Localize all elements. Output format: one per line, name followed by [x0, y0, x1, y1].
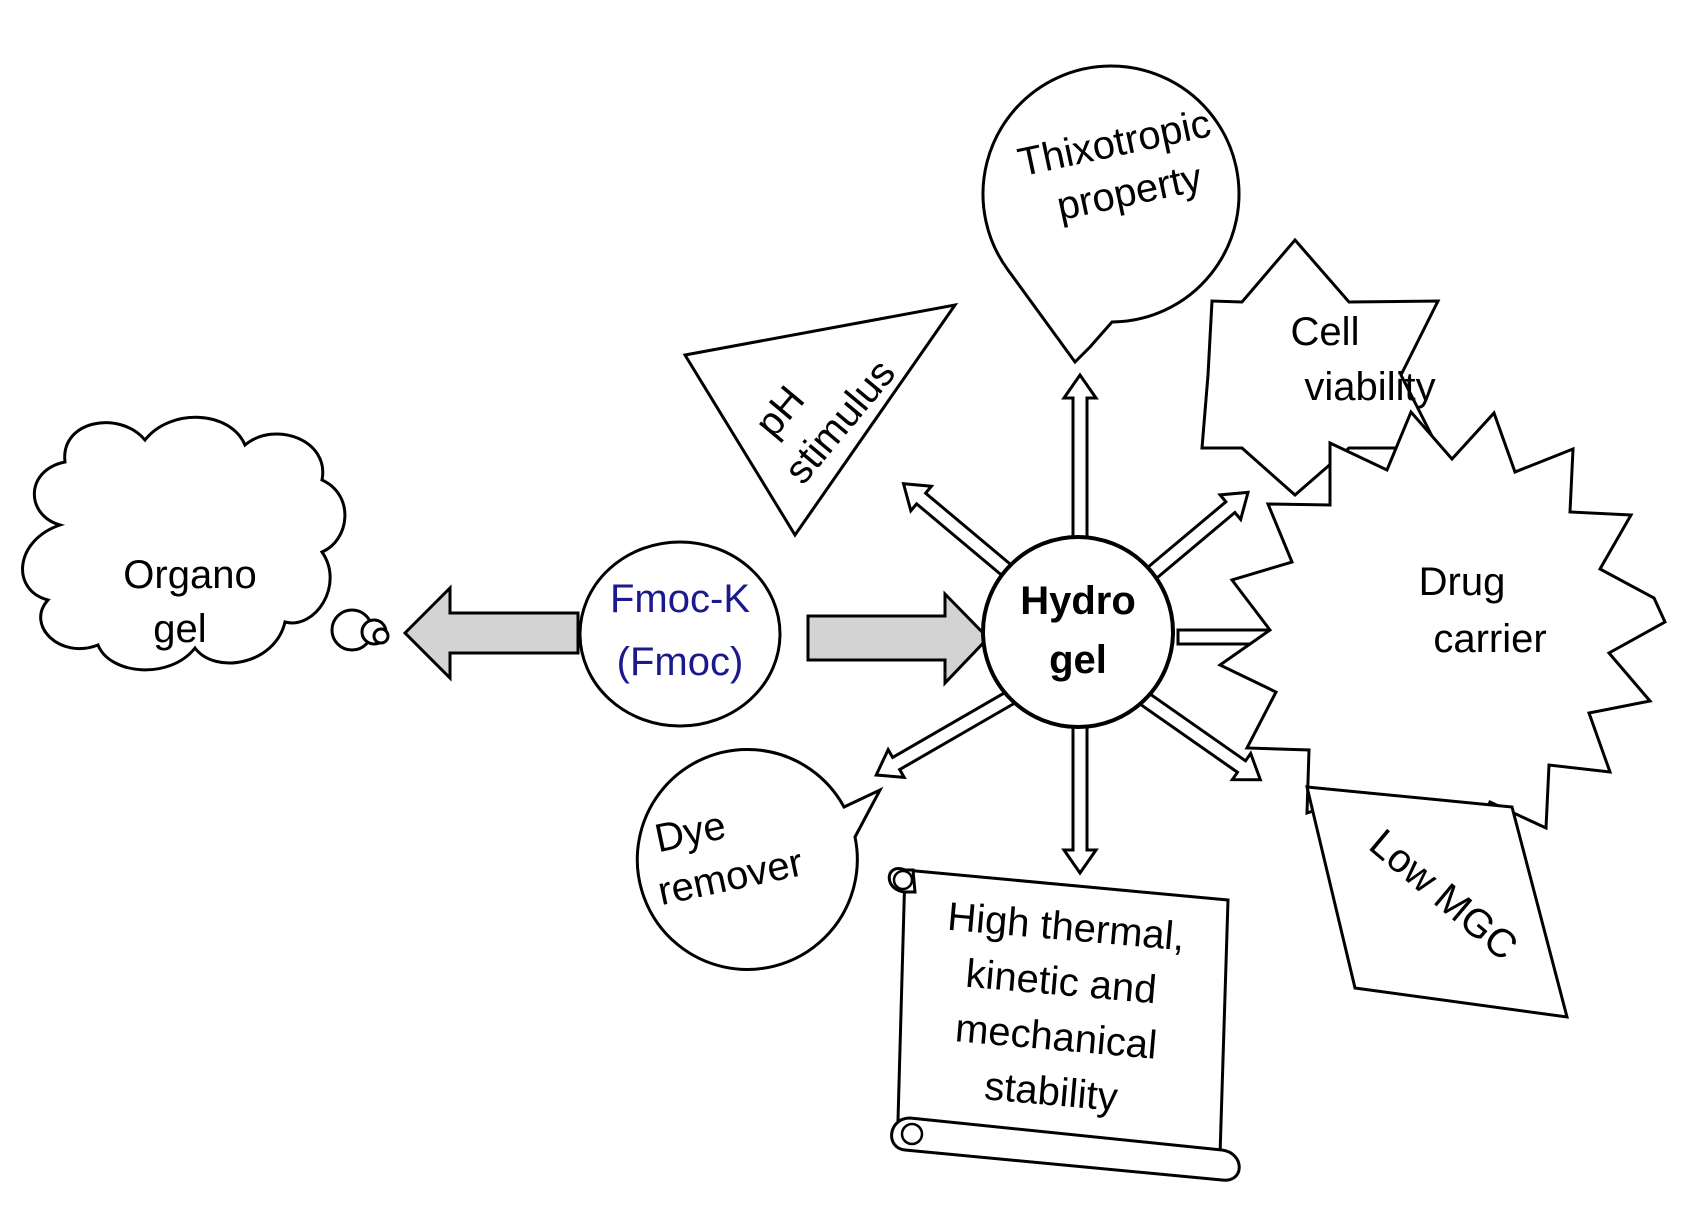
thixotropic-bubble — [981, 64, 1241, 365]
stability-scroll: High thermal, kinetic and mechanical sta… — [887, 867, 1241, 1182]
drug-carrier-label-line1: Drug — [1419, 560, 1506, 604]
arrow-to-thixotropic — [1061, 372, 1099, 540]
arrow-to-hydrogel — [806, 590, 991, 687]
hydrogel-label-line2: gel — [1049, 638, 1107, 682]
cell-viability-node: Cell viability — [1200, 237, 1441, 497]
organogel-label-line2: gel — [153, 607, 206, 651]
arrow-to-low-mgc — [1128, 684, 1263, 782]
low-mgc-node: Low MGC — [1305, 785, 1570, 1019]
thixotropic-node: Thixotropic property — [981, 64, 1241, 365]
dye-remover-node: Dye remover — [635, 748, 884, 971]
organogel-cloud: Organo gel — [21, 415, 390, 672]
cell-viability-label-line2: viability — [1304, 365, 1435, 409]
stability-scroll-bottom-curl — [900, 1122, 924, 1146]
hydrogel-node: Hydro gel — [981, 535, 1175, 729]
organogel-cloud-shape — [21, 415, 347, 672]
hollow-arrows — [873, 372, 1314, 876]
drug-carrier-starburst — [1217, 409, 1667, 861]
drug-carrier-node: Drug carrier — [1217, 409, 1667, 861]
stability-scroll-bottom-roll — [890, 1116, 1241, 1182]
fmoc-k-node: Fmoc-K (Fmoc) — [578, 540, 782, 728]
drug-carrier-label-line2: carrier — [1433, 617, 1546, 661]
ph-stimulus-triangle — [682, 302, 959, 538]
stability-scroll-top-curl — [892, 869, 914, 891]
arrow-to-dye-remover — [873, 683, 1026, 780]
organogel-label-line1: Organo — [123, 553, 256, 597]
cell-viability-label-line1: Cell — [1291, 310, 1360, 354]
organogel-bubble-small — [372, 627, 390, 645]
arrow-to-cell-viability — [1133, 490, 1251, 591]
arrow-to-stability — [1061, 723, 1099, 876]
dye-remover-bubble — [635, 748, 884, 971]
cell-viability-star — [1200, 237, 1441, 497]
low-mgc-parallelogram — [1305, 785, 1570, 1019]
fmoc-k-circle — [578, 540, 782, 728]
hydrogel-circle — [981, 535, 1175, 729]
hydrogel-label-line1: Hydro — [1020, 579, 1136, 623]
fmoc-k-label-line2: (Fmoc) — [617, 640, 744, 684]
arrow-to-organogel — [402, 584, 580, 682]
fmoc-k-label-line1: Fmoc-K — [610, 577, 750, 621]
